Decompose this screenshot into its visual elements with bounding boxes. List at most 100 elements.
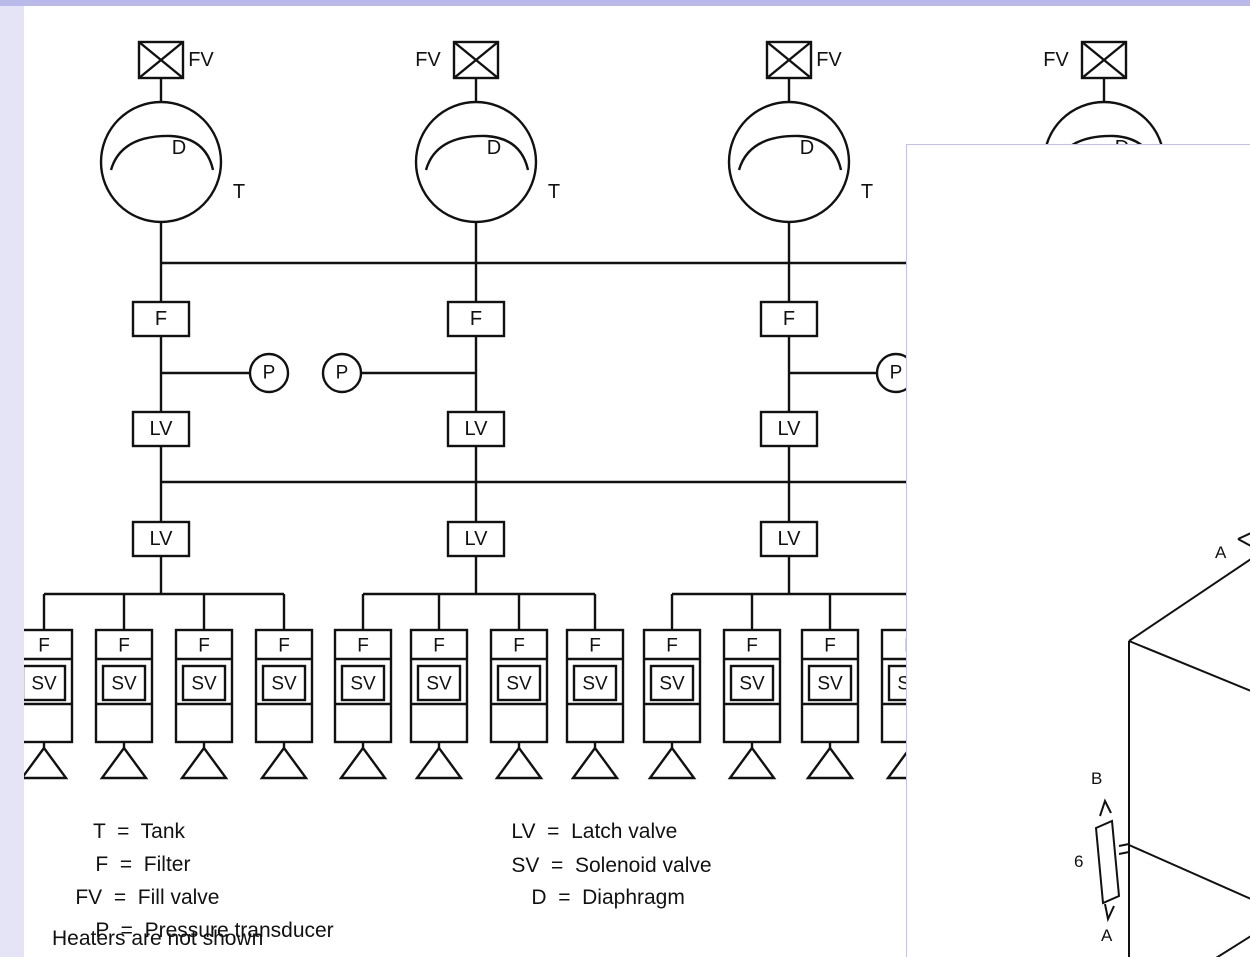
thruster-b-nozzle <box>1099 798 1112 817</box>
solenoid-valve-label: SV <box>506 674 532 695</box>
thruster-nozzle <box>647 745 697 780</box>
legend-key: D <box>531 886 547 909</box>
filter-label: F <box>470 308 482 330</box>
thruster-nozzle <box>805 745 855 780</box>
solenoid-valve-box <box>496 664 542 702</box>
tank-circle <box>99 100 223 224</box>
fill-valve-cross <box>138 41 184 79</box>
solenoid-valve-box <box>649 664 695 702</box>
latch-valve-label: LV <box>778 418 802 440</box>
tank-label: T <box>861 181 873 203</box>
propulsion-schematic: FVDTFLVLVFVDTFLVLVFVDTFLVLVFVDTFLVLVPPPF… <box>14 40 1188 780</box>
fill-valve-cross <box>1081 41 1127 79</box>
legend-eq: = <box>117 820 130 843</box>
solenoid-valve-box <box>261 664 307 702</box>
filter-label: F <box>198 636 210 657</box>
label-a-top: A <box>1215 543 1227 562</box>
solenoid-valve-label: SV <box>817 674 843 695</box>
legend-desc: Latch valve <box>571 820 678 843</box>
thruster-nozzle <box>99 745 149 780</box>
legend-key: LV <box>511 820 536 843</box>
legend-eq: = <box>119 853 133 876</box>
label-a-bottom: A <box>1101 926 1113 945</box>
diaphragm-arc <box>424 134 530 171</box>
pressure-label: P <box>263 363 276 384</box>
pressure-transducer <box>248 352 290 394</box>
fill-valve-label: FV <box>816 49 842 71</box>
fill-valve-label: FV <box>1043 49 1069 71</box>
cube-mid-edge <box>1128 844 1250 900</box>
solenoid-valve-box <box>340 664 386 702</box>
legend-eq: = <box>113 886 127 909</box>
cube-top-edge-left <box>1128 558 1250 642</box>
filter-label: F <box>278 636 290 657</box>
legend-eq: = <box>558 886 571 909</box>
legend-item-pressure-transducer: P = Pressure transducer <box>72 895 333 957</box>
cube-bottom-edge <box>1215 935 1250 957</box>
latch-valve-label: LV <box>150 528 174 550</box>
solenoid-valve-box <box>729 664 775 702</box>
thruster-a-nozzle <box>1104 903 1115 923</box>
pressure-transducer <box>321 352 363 394</box>
spacecraft-figure-panel: A B 6 A <box>906 144 1250 957</box>
thruster-nozzle <box>179 745 229 780</box>
filter-label: F <box>666 636 678 657</box>
fill-valve-label: FV <box>415 49 441 71</box>
legend-item-latch-valve: LV = Latch valve <box>488 796 677 868</box>
solenoid-valve-box <box>807 664 853 702</box>
legend-key: SV <box>511 854 540 877</box>
pressure-label: P <box>336 363 349 384</box>
legend-item-solenoid-valve: SV = Solenoid valve <box>488 830 712 902</box>
legend-item-filter: F = Filter <box>72 829 190 901</box>
solenoid-valve-label: SV <box>739 674 765 695</box>
diaphragm-arc <box>109 134 215 171</box>
latch-valve-label: LV <box>465 528 489 550</box>
legend-desc: Fill valve <box>137 886 220 909</box>
diaphragm-label: D <box>800 137 814 159</box>
thruster-pod-6 <box>1094 819 1121 905</box>
fill-valve-label: FV <box>188 49 214 71</box>
solenoid-valve-label: SV <box>350 674 376 695</box>
filter-label: F <box>513 636 525 657</box>
solenoid-valve-label: SV <box>191 674 217 695</box>
legend-item-fill-valve: FV = Fill valve <box>52 862 219 934</box>
latch-valve-label: LV <box>778 528 802 550</box>
legend-item-tank: T = Tank <box>70 796 185 868</box>
solenoid-valve-label: SV <box>426 674 452 695</box>
diaphragm-arc <box>737 134 843 171</box>
filter-label: F <box>824 636 836 657</box>
note-heaters: Heaters are not shown <box>52 927 264 950</box>
thruster-nozzle <box>338 745 388 780</box>
thruster-nozzle <box>727 745 777 780</box>
filter-label: F <box>357 636 369 657</box>
solenoid-valve-box <box>101 664 147 702</box>
filter-label: F <box>155 308 167 330</box>
filter-label: F <box>783 308 795 330</box>
thruster-a-top <box>1237 532 1250 547</box>
spacecraft-isometric-sketch: A B 6 A <box>1074 532 1250 957</box>
fill-valve-cross <box>453 41 499 79</box>
legend-key: FV <box>75 886 103 909</box>
solenoid-valve-box <box>416 664 462 702</box>
tank-circle <box>727 100 851 224</box>
legend-key: P <box>95 919 109 942</box>
legend-desc: Solenoid valve <box>574 854 712 877</box>
legend-eq: = <box>551 854 564 877</box>
cube-front-edge <box>1128 640 1250 692</box>
top-border <box>0 0 1250 6</box>
solenoid-valve-label: SV <box>582 674 608 695</box>
tank-label: T <box>548 181 560 203</box>
solenoid-valve-label: SV <box>271 674 297 695</box>
legend-desc: Tank <box>140 820 186 843</box>
diaphragm-label: D <box>172 137 186 159</box>
label-6: 6 <box>1074 852 1083 871</box>
solenoid-valve-label: SV <box>31 674 57 695</box>
filter-label: F <box>433 636 445 657</box>
thruster-nozzle <box>19 745 69 780</box>
filter-label: F <box>589 636 601 657</box>
left-border <box>0 6 24 957</box>
legend-desc: Filter <box>143 853 191 876</box>
legend-eq: = <box>547 820 560 843</box>
latch-valve-label: LV <box>150 418 174 440</box>
thruster-nozzle <box>494 745 544 780</box>
